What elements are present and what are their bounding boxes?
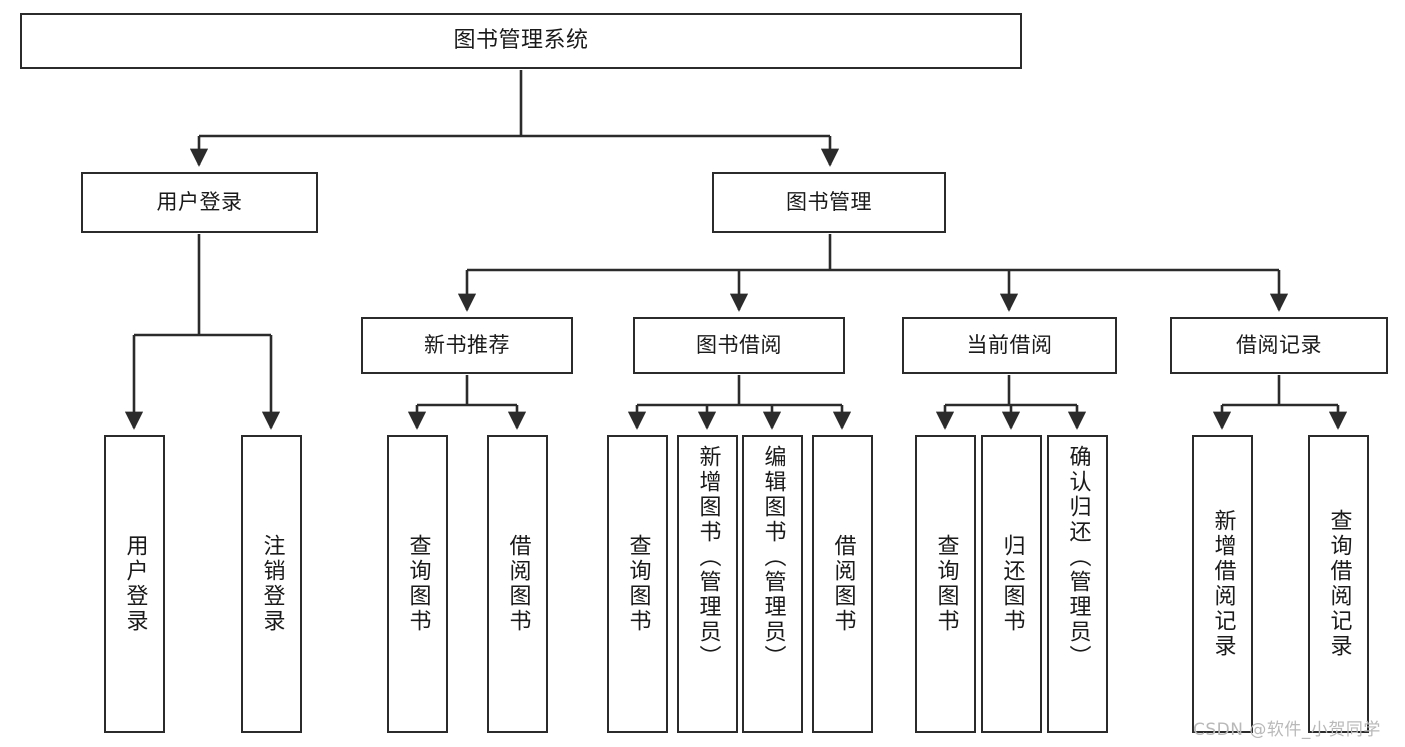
node-leaf-query-book-1-label: 查询图书 — [405, 534, 431, 634]
csdn-watermark-text: CSDN @软件_小贺同学 — [1193, 720, 1381, 740]
node-leaf-edit-book[interactable]: 编辑图书（管理员） — [742, 435, 803, 733]
node-root-label: 图书管理系统 — [453, 28, 589, 54]
node-leaf-query-record-label: 查询借阅记录 — [1326, 509, 1352, 659]
node-book-borrow-label: 图书借阅 — [696, 333, 782, 358]
node-leaf-edit-book-label: 编辑图书（管理员） — [760, 445, 786, 670]
node-leaf-borrow-book-1-label: 借阅图书 — [505, 534, 531, 634]
node-leaf-add-book-label: 新增图书（管理员） — [695, 445, 721, 670]
node-leaf-query-book-3[interactable]: 查询图书 — [915, 435, 976, 733]
node-borrow-record[interactable]: 借阅记录 — [1170, 317, 1388, 374]
node-leaf-query-book-1[interactable]: 查询图书 — [387, 435, 448, 733]
node-leaf-borrow-book-2-label: 借阅图书 — [830, 534, 856, 634]
node-leaf-user-login[interactable]: 用户登录 — [104, 435, 165, 733]
node-new-book-recommend[interactable]: 新书推荐 — [361, 317, 573, 374]
node-leaf-query-book-2-label: 查询图书 — [625, 534, 651, 634]
node-current-borrow-label: 当前借阅 — [966, 333, 1053, 358]
node-leaf-user-login-label: 用户登录 — [122, 534, 148, 634]
node-user-login[interactable]: 用户登录 — [81, 172, 318, 233]
node-leaf-logout[interactable]: 注销登录 — [241, 435, 302, 733]
node-book-manage-label: 图书管理 — [786, 190, 872, 215]
node-current-borrow[interactable]: 当前借阅 — [902, 317, 1117, 374]
node-leaf-borrow-book-1[interactable]: 借阅图书 — [487, 435, 548, 733]
node-leaf-return-book-label: 归还图书 — [999, 534, 1025, 634]
node-leaf-logout-label: 注销登录 — [259, 534, 285, 634]
node-leaf-add-record[interactable]: 新增借阅记录 — [1192, 435, 1253, 733]
node-book-borrow[interactable]: 图书借阅 — [633, 317, 845, 374]
node-borrow-record-label: 借阅记录 — [1236, 333, 1322, 358]
csdn-watermark: CSDN @软件_小贺同学 — [1193, 715, 1381, 740]
node-leaf-query-book-2[interactable]: 查询图书 — [607, 435, 668, 733]
node-leaf-return-book[interactable]: 归还图书 — [981, 435, 1042, 733]
node-leaf-add-book[interactable]: 新增图书（管理员） — [677, 435, 738, 733]
node-root[interactable]: 图书管理系统 — [20, 13, 1022, 69]
node-leaf-query-record[interactable]: 查询借阅记录 — [1308, 435, 1369, 733]
node-leaf-query-book-3-label: 查询图书 — [933, 534, 959, 634]
node-user-login-label: 用户登录 — [156, 190, 243, 215]
node-leaf-add-record-label: 新增借阅记录 — [1210, 509, 1236, 659]
node-leaf-confirm-return-label: 确认归还（管理员） — [1065, 445, 1091, 670]
node-leaf-borrow-book-2[interactable]: 借阅图书 — [812, 435, 873, 733]
node-leaf-confirm-return[interactable]: 确认归还（管理员） — [1047, 435, 1108, 733]
node-book-manage[interactable]: 图书管理 — [712, 172, 946, 233]
node-new-book-recommend-label: 新书推荐 — [424, 333, 510, 358]
